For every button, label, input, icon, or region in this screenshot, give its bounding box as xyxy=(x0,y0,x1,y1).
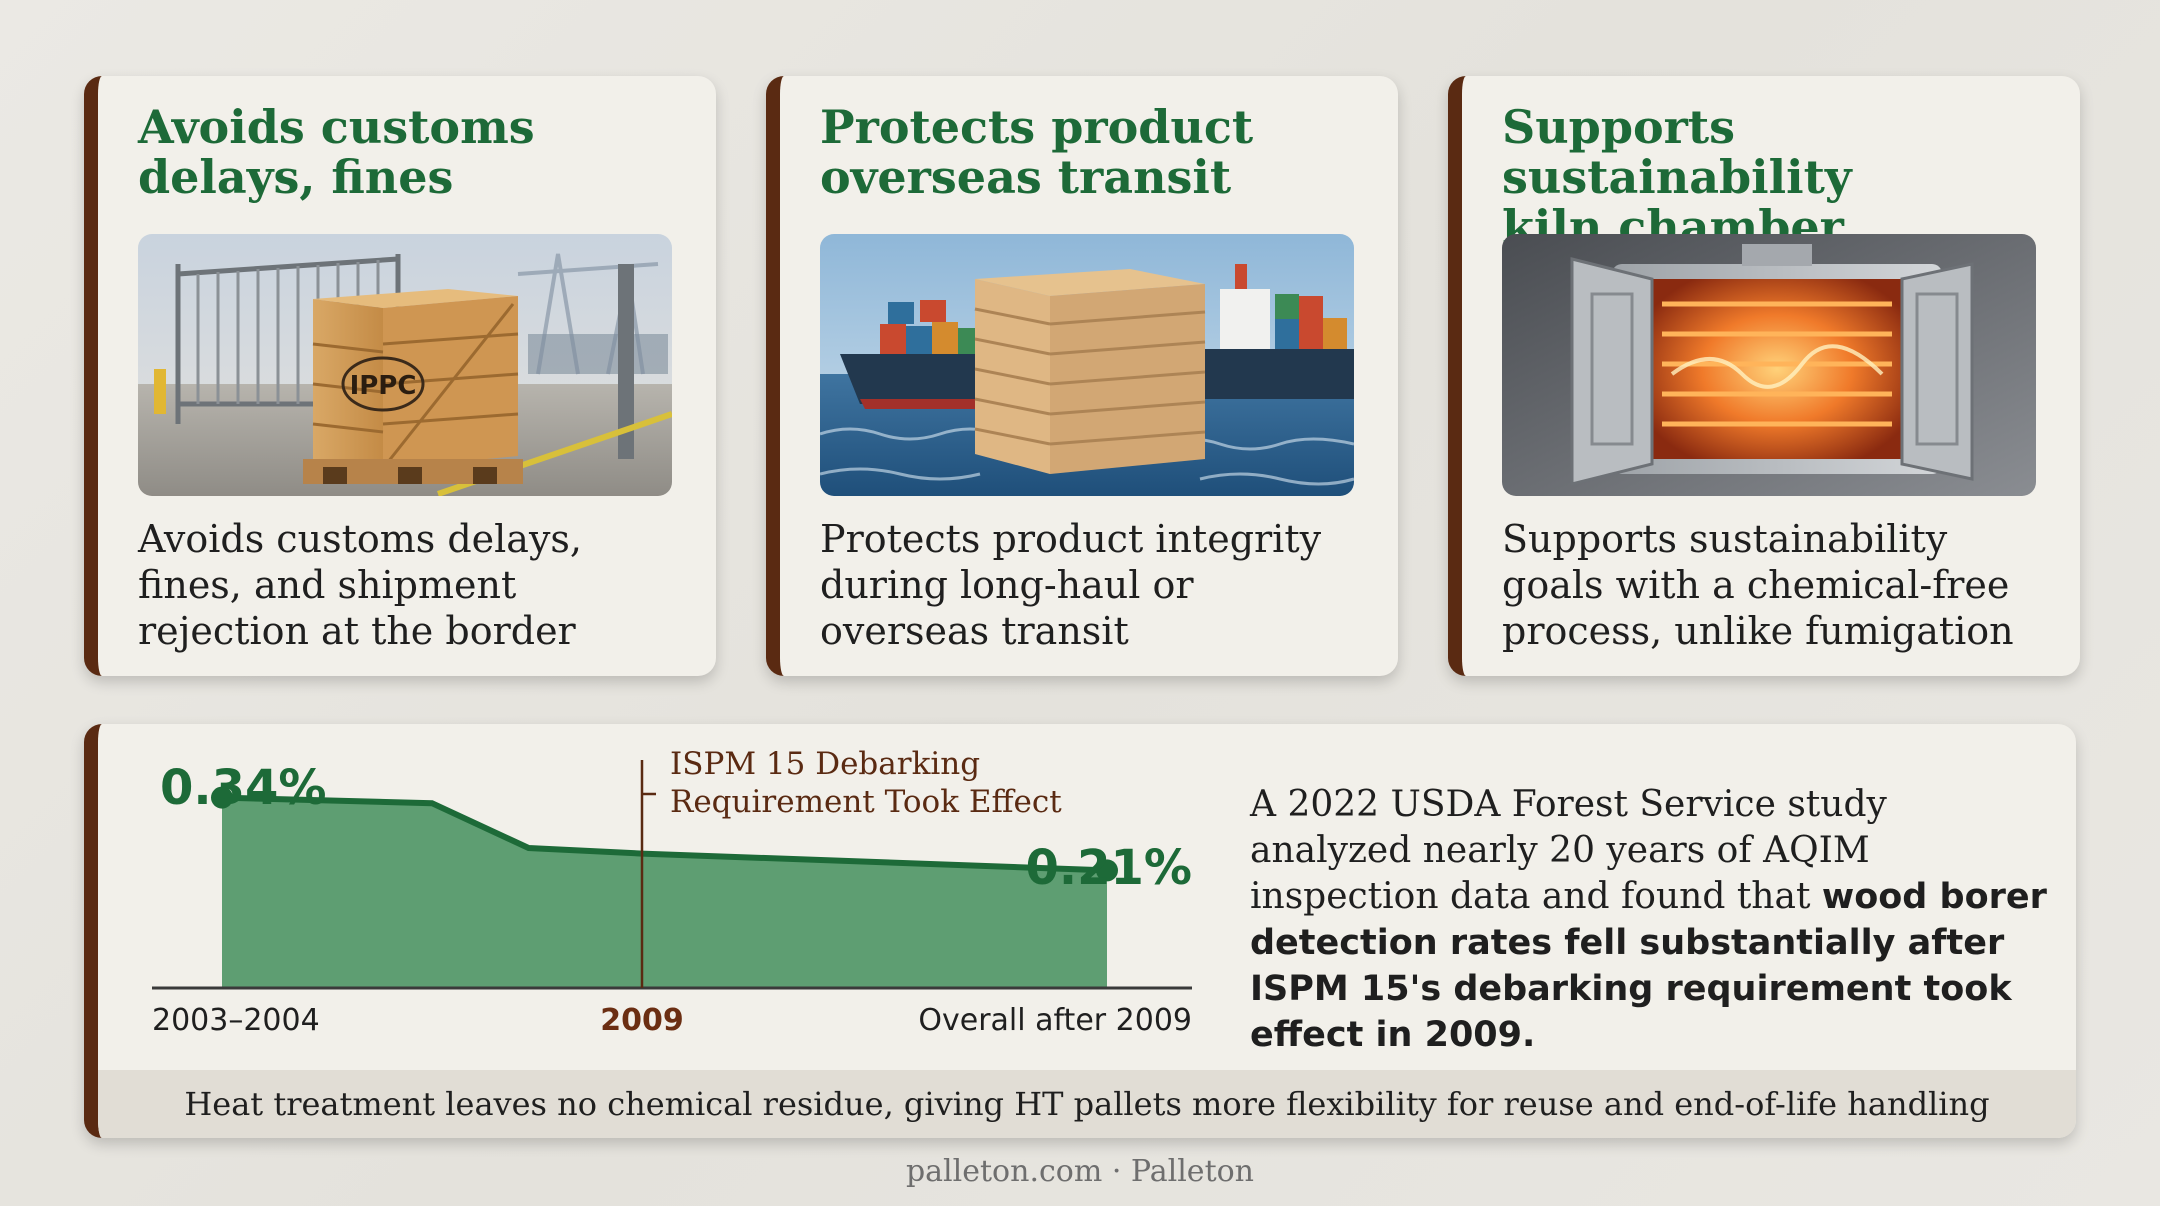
card-title-line1: Supports sustainability xyxy=(1502,100,1852,204)
x-tick-label: 2003–2004 xyxy=(152,1003,320,1038)
ippc-stamp-text: IPPC xyxy=(350,371,417,401)
card-title-line1: Avoids customs xyxy=(138,100,535,154)
chart-area-fill xyxy=(222,797,1107,988)
benefit-card-transit: Protects product overseas transit xyxy=(766,76,1398,676)
chart-series-line xyxy=(221,794,1108,874)
x-tick-label: Overall after 2009 xyxy=(918,1003,1192,1038)
start-value-label: 0.34% xyxy=(160,760,327,816)
benefit-card-sustainability: Supports sustainability kiln chamber xyxy=(1448,76,2080,676)
card-title-line2: delays, fines xyxy=(138,150,454,204)
card-body: Avoids customs delays, fines, and shipme… xyxy=(138,517,582,653)
footer-note: Heat treatment leaves no chemical residu… xyxy=(98,1070,2076,1138)
card-title-line1: Protects product xyxy=(820,100,1254,154)
annotation-text-line1: ISPM 15 Debarking xyxy=(670,746,980,782)
card-title: Supports sustainability kiln chamber xyxy=(1502,100,2040,252)
detection-rate-chart: 0.34% 0.21% ISPM 15 Debarking Requiremen… xyxy=(98,724,1218,1070)
kiln-chamber-illustration xyxy=(1502,234,2036,496)
study-summary: A 2022 USDA Forest Service study analyze… xyxy=(1250,782,2050,1058)
detection-rate-chart-svg: 0.34% 0.21% ISPM 15 Debarking Requiremen… xyxy=(152,746,1192,1038)
x-tick-label: 2009 xyxy=(600,1003,684,1038)
card-title-line2: overseas transit xyxy=(820,150,1232,204)
study-emphasis-text: wood borer detection rates fell substant… xyxy=(1250,877,2047,1055)
ship-pallet-illustration xyxy=(820,234,1354,496)
card-body: Protects product integrity during long-h… xyxy=(820,517,1322,653)
end-value-label: 0.21% xyxy=(1025,840,1192,896)
card-title: Protects product overseas transit xyxy=(820,102,1358,202)
card-title: Avoids customs delays, fines xyxy=(138,102,676,202)
benefit-card-customs: Avoids customs delays, fines xyxy=(84,76,716,676)
study-lead-text: A 2022 USDA Forest Service study analyze… xyxy=(1250,784,1887,917)
source-credit: palleton.com · Palleton xyxy=(905,1154,1255,1189)
end-point xyxy=(1096,859,1118,882)
customs-crate-illustration: IPPC xyxy=(138,234,672,496)
annotation-text-line2: Requirement Took Effect xyxy=(670,784,1062,820)
start-point xyxy=(211,786,233,809)
card-body: Supports sustainability goals with a che… xyxy=(1502,517,2014,653)
study-panel: 0.34% 0.21% ISPM 15 Debarking Requiremen… xyxy=(84,724,2076,1138)
